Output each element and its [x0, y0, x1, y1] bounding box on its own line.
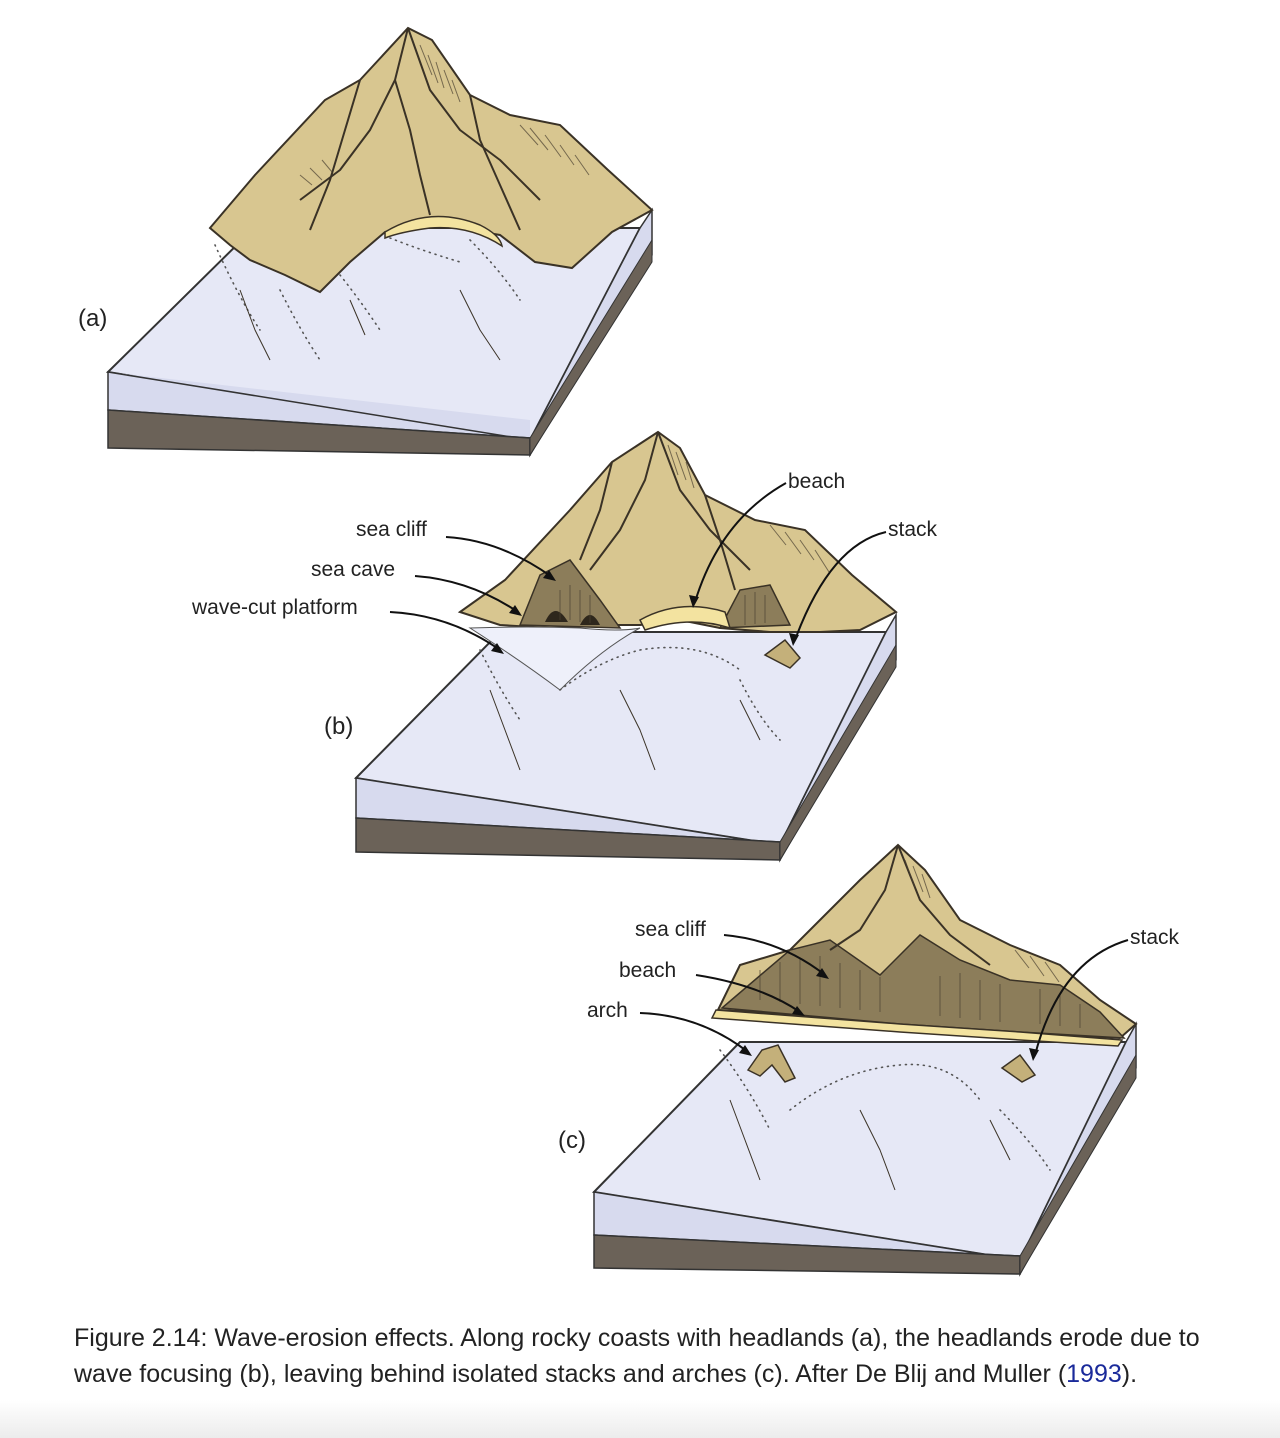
- bedrock-right-a: [529, 238, 653, 457]
- callout-wave-cut-platform-b: wave-cut platform: [191, 596, 358, 619]
- arrow-sea-cliff-b: [445, 536, 553, 578]
- callout-sea-cave-b: sea cave: [311, 558, 395, 581]
- bedrock-right-c: [1019, 1053, 1137, 1276]
- arrowhead-sea-cliff-b: [543, 570, 556, 581]
- arrowhead-arch-c: [739, 1045, 752, 1056]
- arrowhead-wave-cut-platform-b: [491, 643, 504, 654]
- bedrock-right-b: [779, 643, 897, 862]
- arrow-beach-c: [695, 974, 801, 1013]
- figure-caption: Figure 2.14: Wave-erosion effects. Along…: [74, 1320, 1214, 1392]
- arrow-sea-cave-b: [414, 575, 519, 613]
- block-diagram-a: (a): [78, 26, 654, 458]
- arrow-beach-b: [694, 482, 787, 603]
- arrowhead-stack-b: [789, 633, 799, 646]
- arrow-wave-cut-platform-b: [389, 611, 501, 651]
- block-diagram-c: (c) sea cliff beach arch stack: [558, 843, 1180, 1277]
- callout-stack-b: stack: [888, 518, 938, 541]
- callout-beach-c: beach: [619, 959, 676, 982]
- caption-text-end: ).: [1121, 1360, 1138, 1388]
- land-b: [457, 430, 898, 633]
- callout-sea-cliff-c: sea cliff: [635, 918, 706, 941]
- arrowhead-stack-c: [1029, 1048, 1039, 1061]
- callout-stack-c: stack: [1130, 926, 1180, 949]
- beach-a: [384, 215, 504, 248]
- arrowhead-sea-cliff-c: [816, 968, 829, 979]
- beach-b: [639, 605, 732, 631]
- panel-label-b: (b): [324, 713, 353, 740]
- land-a: [208, 26, 654, 294]
- arrow-stack-b: [794, 531, 887, 641]
- page-bottom-edge: [0, 1400, 1280, 1438]
- arrowhead-beach-c: [792, 1006, 805, 1016]
- arch-c: [746, 1044, 797, 1083]
- callout-beach-b: beach: [788, 470, 845, 493]
- caption-text: Figure 2.14: Wave-erosion effects. Along…: [74, 1324, 1200, 1388]
- callout-arch-c: arch: [587, 999, 628, 1022]
- callout-sea-cliff-b: sea cliff: [356, 518, 427, 541]
- panel-label-a: (a): [78, 305, 107, 332]
- arrow-arch-c: [639, 1012, 749, 1053]
- panel-label-c: (c): [558, 1127, 586, 1154]
- arrow-sea-cliff-c: [723, 934, 826, 976]
- beach-c: [710, 1009, 1124, 1047]
- sea-cave-b: [545, 611, 600, 625]
- arrow-stack-c: [1034, 939, 1129, 1056]
- wave-cut-platform-b: [468, 626, 641, 691]
- citation-link[interactable]: 1993: [1066, 1360, 1122, 1388]
- arrowhead-sea-cave-b: [509, 605, 522, 616]
- wave-erosion-diagram: (a) (b) sea cliff sea: [78, 26, 1180, 1277]
- stack-b: [763, 638, 802, 669]
- block-diagram-b: (b) sea cliff sea cave wave-cut platform…: [191, 430, 938, 863]
- arrowhead-beach-b: [689, 595, 699, 608]
- stack-c: [1000, 1053, 1037, 1083]
